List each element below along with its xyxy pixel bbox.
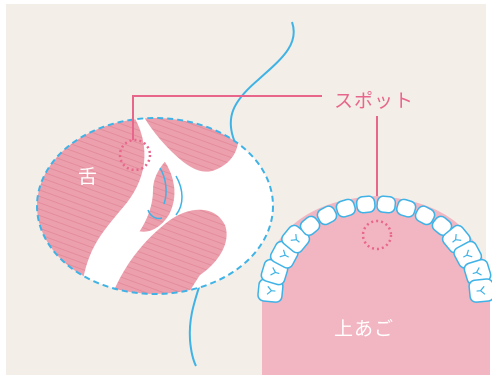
tooth [376, 196, 395, 214]
tooth [356, 196, 375, 214]
tongue-label: 舌 [78, 162, 97, 189]
palate-area [262, 196, 490, 375]
upper-palate-label: 上あご [334, 314, 394, 341]
spot-label: スポット [334, 86, 414, 113]
